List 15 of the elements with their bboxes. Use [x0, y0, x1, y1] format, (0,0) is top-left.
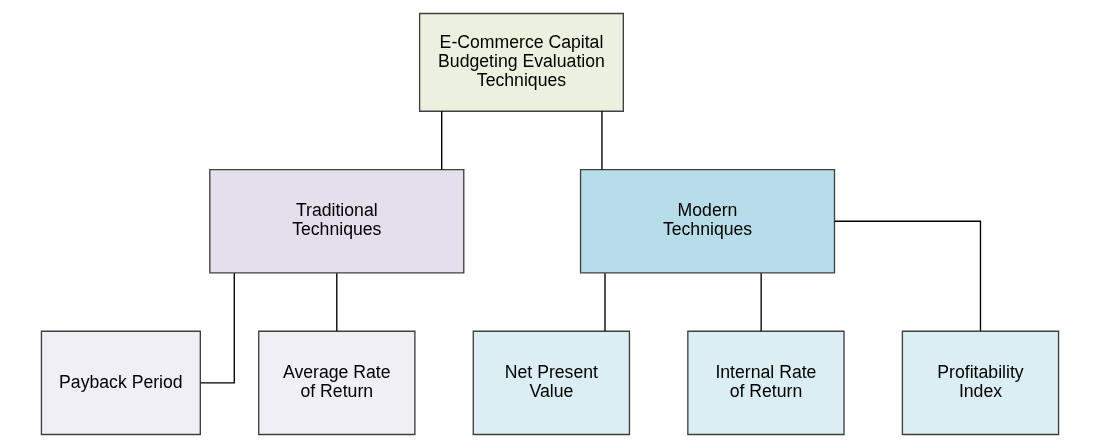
connector: [440, 110, 442, 171]
node-box: Modern Techniques: [579, 169, 835, 274]
node-box: Net Present Value: [472, 330, 630, 436]
node-box: Traditional Techniques: [208, 169, 464, 274]
connector: [335, 272, 337, 332]
node-box: E-Commerce Capital Budgeting Evaluation Techniques: [418, 12, 624, 112]
connector: [760, 272, 762, 332]
connector: [600, 110, 603, 171]
connector: [199, 272, 235, 384]
node-box: Profitability Index: [901, 330, 1059, 436]
connector: [833, 220, 981, 332]
connector: [603, 272, 606, 332]
node-box: Internal Rate of Return: [686, 330, 845, 436]
node-box: Average Rate of Return: [257, 330, 416, 436]
node-box: Payback Period: [40, 330, 201, 436]
